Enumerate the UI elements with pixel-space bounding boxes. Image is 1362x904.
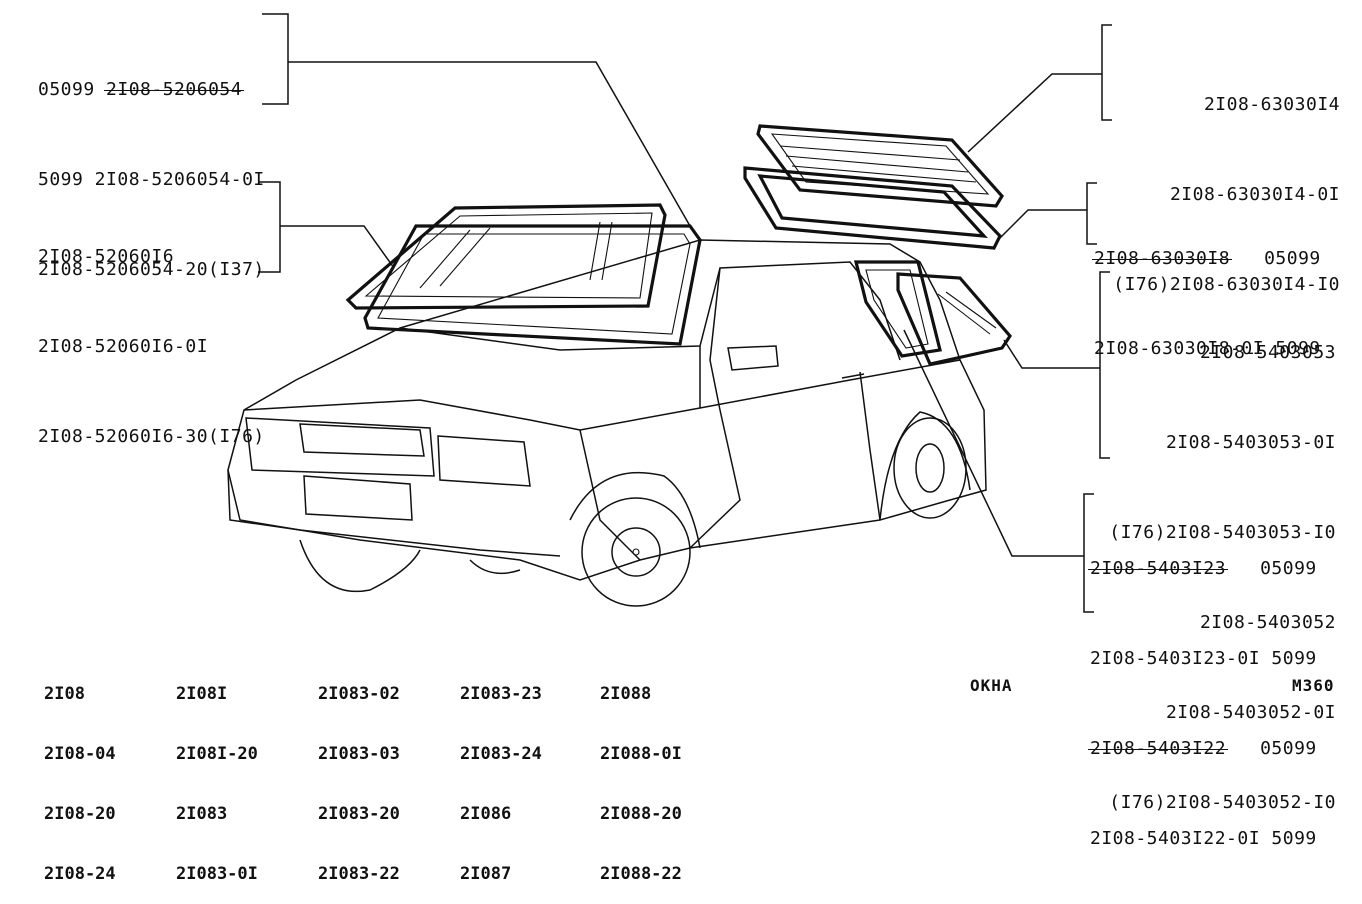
bracket-side-seal (903, 329, 1094, 613)
part-number-side-glass-53: 2I08-5403053 (1199, 342, 1336, 363)
model-item: 2I083-0I (176, 864, 258, 884)
bracket-windshield-seal (262, 13, 691, 227)
bracket-rear-seal (997, 182, 1097, 245)
part-number-rear-glass-10: (I76)2I08-63030I4-I0 (1113, 274, 1340, 295)
part-number-side-seal-22-01: 2I08-5403I22-0I 5099 (1090, 828, 1317, 849)
model-item: 2I083-22 (318, 864, 400, 884)
rear-seal-drawing (743, 166, 1002, 250)
part-number-rear-glass-01: 2I08-63030I4-0I (1169, 184, 1340, 205)
model-item: 2I083-03 (318, 744, 400, 764)
model-item: 2I088-22 (600, 864, 682, 884)
part-number-windshield-seal-obsolete: 2I08-5206054 (106, 79, 243, 100)
part-number-side-glass-52: 2I08-5403052 (1199, 612, 1336, 633)
part-number-rear-seal-basic: 05099 (1264, 248, 1321, 269)
parts-diagram: 05099 2I08-5206054 5099 2I08-5206054-0I … (0, 0, 1362, 734)
part-number-windshield-glass-01: 2I08-52060I6-0I (38, 336, 209, 357)
part-number-rear-glass: 2I08-63030I4 (1203, 94, 1340, 115)
part-number-windshield-seal-01: 5099 2I08-5206054-0I (38, 169, 265, 190)
model-item: 2I088-20 (600, 804, 682, 824)
part-number-windshield-seal-basic: 05099 (38, 79, 95, 100)
model-item: 2I087 (460, 864, 512, 884)
model-item: 2I08 (44, 684, 85, 704)
side-glass-drawing (853, 260, 1013, 366)
model-item: 2I083-20 (318, 804, 400, 824)
label-rear-seal: 2I08-63030I8 05099 2I08-63030I8-0I 5099 (1094, 184, 1321, 394)
model-item: 2I088-0I (600, 744, 682, 764)
section-title: OKHA (970, 676, 1013, 695)
part-number-windshield-glass: 2I08-52060I6 (38, 246, 175, 267)
bracket-side-glass (1003, 271, 1110, 459)
model-item: 2I08-20 (44, 804, 116, 824)
model-item: 2I083-02 (318, 684, 400, 704)
part-number-side-glass-53-10: (I76)2I08-5403053-I0 (1109, 522, 1336, 543)
car-drawing (227, 13, 1112, 613)
model-item: 2I086 (460, 804, 512, 824)
label-windshield-seal: 05099 2I08-5206054 5099 2I08-5206054-0I … (38, 15, 265, 315)
part-number-windshield-seal-20: 2I08-5206054-20(I37) (38, 259, 265, 280)
model-item: 2I088 (600, 684, 652, 704)
model-item: 2I083 (176, 804, 228, 824)
part-number-rear-seal-obsolete: 2I08-63030I8 (1094, 248, 1231, 269)
label-windshield-glass: 2I08-52060I6 2I08-52060I6-0I 2I08-52060I… (38, 182, 265, 482)
models-col-2: 2I08I 2I08I-20 2I083 2I083-0I (176, 644, 258, 904)
model-item: 2I083-24 (460, 744, 542, 764)
part-number-side-seal-22-basic: 05099 (1260, 738, 1317, 759)
model-item: 2I08I-20 (176, 744, 258, 764)
model-item: 2I08I (176, 684, 228, 704)
part-number-windshield-glass-30: 2I08-52060I6-30(I76) (38, 426, 265, 447)
bracket-rear-glass (967, 24, 1112, 153)
models-col-5: 2I088 2I088-0I 2I088-20 2I088-22 (600, 644, 682, 904)
model-item: 2I083-23 (460, 684, 542, 704)
rear-glass-drawing (756, 124, 1004, 208)
model-item: 2I08-24 (44, 864, 116, 884)
part-number-rear-seal-01: 2I08-63030I8-0I 5099 (1094, 338, 1321, 359)
part-number-side-seal-23-01: 2I08-5403I23-0I 5099 (1090, 648, 1317, 669)
part-number-side-seal-22-obsolete: 2I08-5403I22 (1090, 738, 1227, 759)
models-col-4: 2I083-23 2I083-24 2I086 2I087 (460, 644, 542, 904)
label-side-seal: 2I08-5403I23 05099 2I08-5403I23-0I 5099 … (1090, 494, 1317, 884)
label-rear-glass: 2I08-63030I4 2I08-63030I4-0I (I76)2I08-6… (1113, 30, 1340, 330)
models-col-3: 2I083-02 2I083-03 2I083-20 2I083-22 (318, 644, 400, 904)
part-number-side-glass-52-01: 2I08-5403052-0I (1165, 702, 1336, 723)
bracket-windshield-glass (258, 181, 395, 273)
part-number-side-glass-53-01: 2I08-5403053-0I (1165, 432, 1336, 453)
part-number-side-seal-23-obsolete: 2I08-5403I23 (1090, 558, 1227, 579)
windshield-glass-drawing (345, 203, 667, 310)
models-col-1: 2I08 2I08-04 2I08-20 2I08-24 (44, 644, 116, 904)
part-number-side-seal-23-basic: 05099 (1260, 558, 1317, 579)
car-body-drawing (227, 239, 987, 607)
model-item: 2I08-04 (44, 744, 116, 764)
page-code: M360 (1292, 676, 1335, 695)
